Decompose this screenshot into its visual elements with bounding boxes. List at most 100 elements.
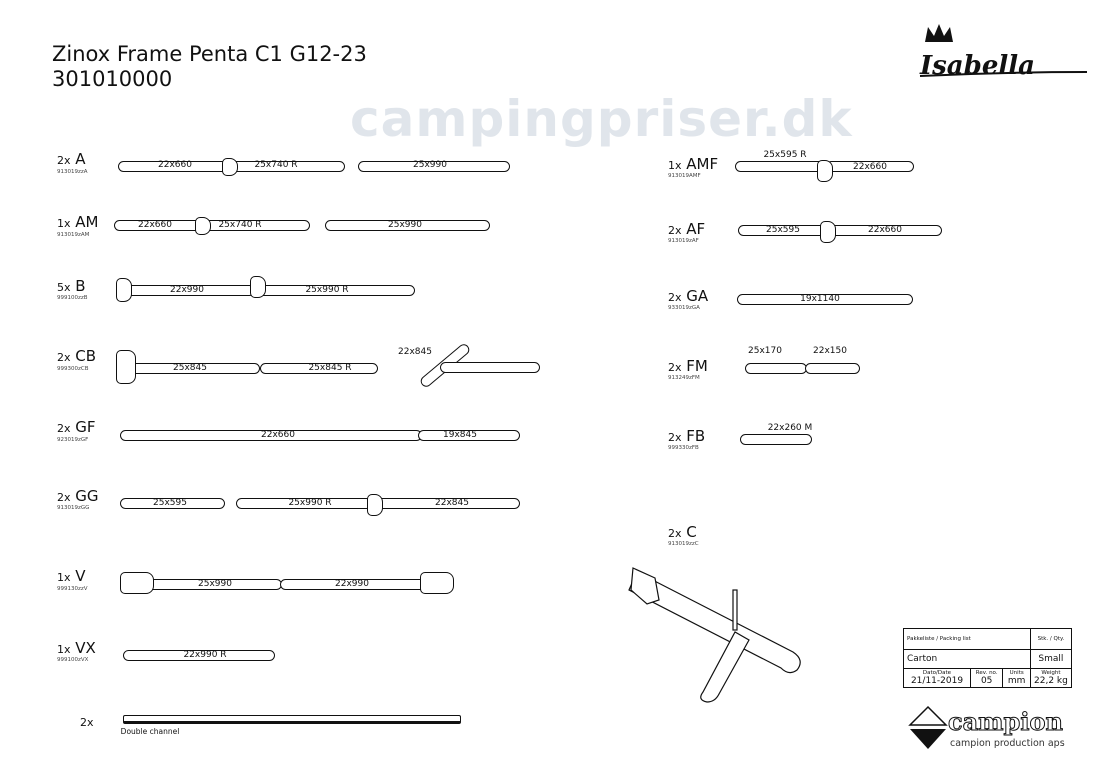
tube-segment	[260, 363, 378, 374]
part-code: 999300zCB	[57, 366, 89, 372]
part-code: 999100zzB	[57, 295, 88, 301]
part-label: 2x FM	[668, 357, 708, 375]
segment-dimension-label: 25x740 R	[218, 220, 262, 230]
tube-segment	[735, 161, 830, 172]
tube-segment	[123, 715, 461, 724]
element: 2x	[80, 716, 94, 729]
part-label: 1x AMF	[668, 155, 718, 173]
segment-dimension-label: Double channel	[120, 727, 180, 736]
element: 2x	[57, 491, 71, 504]
document-title: Zinox Frame Penta C1 G12-23	[52, 42, 367, 66]
element: 2x	[57, 154, 71, 167]
element: Small	[1030, 649, 1072, 669]
element: 2x	[668, 527, 682, 540]
element: GF	[75, 418, 96, 436]
part-code: 913019AMF	[668, 173, 701, 179]
segment-dimension-label: 25x595	[153, 498, 187, 508]
tube-segment	[745, 363, 807, 374]
part-label: 2x GA	[668, 287, 708, 305]
part-label: 1x VX	[57, 639, 96, 657]
part-code: 933019zGA	[668, 305, 700, 311]
segment-dimension-label: 25x845 R	[308, 363, 352, 373]
tube-joint	[222, 158, 238, 176]
element: 05	[980, 676, 993, 686]
element	[732, 589, 738, 631]
element: B	[75, 277, 86, 295]
element: GG	[75, 487, 99, 505]
tube-joint	[120, 572, 154, 594]
element: Carton	[903, 649, 1031, 669]
segment-dimension-label: 25x595	[766, 225, 800, 235]
part-label: 2x FB	[668, 427, 705, 445]
part-code: 999100zVX	[57, 657, 89, 663]
part-code: 913019zGG	[57, 505, 90, 511]
part-code: 913249zFM	[668, 375, 700, 381]
element: 2x	[57, 422, 71, 435]
element: Rev. no.05	[969, 668, 1004, 688]
element	[925, 24, 953, 42]
element: Pakkeliste / Packing list	[903, 628, 1031, 650]
element	[628, 571, 801, 674]
tube-segment	[737, 294, 913, 305]
element: FB	[686, 427, 706, 445]
segment-dimension-label: 22x660	[158, 160, 192, 170]
element: mm	[1007, 676, 1026, 686]
element: V	[75, 567, 86, 585]
element: Isabella	[919, 24, 1088, 81]
segment-dimension-label: 25x845	[173, 363, 207, 373]
campion-logo	[908, 705, 948, 755]
element: 1x	[668, 159, 682, 172]
segment-dimension-label: 22x660	[853, 162, 887, 172]
element	[919, 71, 1088, 77]
element	[910, 729, 946, 749]
part-label: 2x C	[668, 523, 697, 541]
part-label: 5x B	[57, 277, 86, 295]
segment-dimension-label: 22x845	[398, 347, 432, 357]
tube-joint	[250, 276, 266, 298]
element: 1x	[57, 571, 71, 584]
element: Units	[1009, 670, 1024, 676]
part-label: 2x AF	[668, 220, 705, 238]
part-label: 1x V	[57, 567, 86, 585]
part-label: 2x	[80, 712, 94, 730]
tube-segment	[740, 434, 812, 445]
part-code: 999330zFB	[668, 445, 699, 451]
tube-joint	[116, 350, 136, 384]
element: Stk. / Qty.	[1030, 628, 1072, 650]
element	[908, 705, 948, 726]
element	[630, 567, 660, 605]
element: 22,2 kg	[1034, 676, 1068, 686]
element	[628, 567, 801, 703]
segment-dimension-label: 22x990	[170, 285, 204, 295]
element: 2x	[668, 291, 682, 304]
document-number: 301010000	[52, 67, 173, 91]
part-label: 1x AM	[57, 213, 99, 231]
element: Rev. no.	[975, 670, 998, 676]
campion-wordmark: campion	[948, 707, 1064, 736]
segment-dimension-label: 22x660	[138, 220, 172, 230]
element: Isabella	[919, 51, 1035, 81]
segment-dimension-label: 22x660	[868, 225, 902, 235]
tube-segment	[358, 161, 510, 172]
isabella-logo: Isabella	[915, 22, 1090, 82]
element: FM	[686, 357, 708, 375]
element: 2x	[57, 351, 71, 364]
tube-joint	[820, 221, 836, 243]
tube-joint	[195, 217, 211, 235]
part-code: 999130zzV	[57, 586, 88, 592]
tube-segment	[418, 430, 520, 441]
element: C	[686, 523, 697, 541]
segment-dimension-label: 22x660	[261, 430, 295, 440]
segment-dimension-label: 25x595 R	[763, 150, 807, 160]
element: 5x	[57, 281, 71, 294]
tube-joint	[116, 278, 132, 302]
company-name: campion production aps	[950, 738, 1065, 749]
segment-dimension-label: 25x990 R	[288, 498, 332, 508]
element: Dato/Date	[922, 670, 952, 676]
segment-dimension-label: 22x260 M	[767, 423, 813, 433]
